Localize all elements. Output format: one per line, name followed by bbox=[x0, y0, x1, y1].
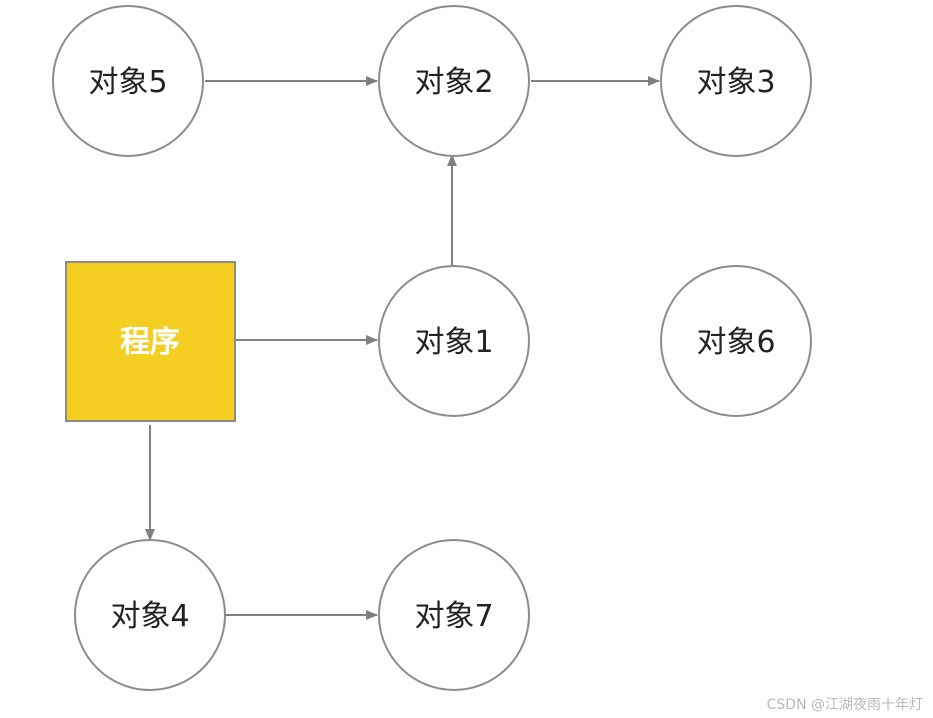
node-object4-label: 对象4 bbox=[110, 599, 189, 634]
node-object6: 对象6 bbox=[660, 265, 812, 417]
node-object2-label: 对象2 bbox=[414, 65, 493, 100]
node-object7: 对象7 bbox=[378, 539, 530, 691]
node-object5-label: 对象5 bbox=[88, 65, 167, 100]
node-object7-label: 对象7 bbox=[414, 599, 493, 634]
node-object6-label: 对象6 bbox=[696, 325, 775, 360]
node-program-label: 程序 bbox=[120, 325, 180, 360]
node-object3: 对象3 bbox=[660, 5, 812, 157]
node-object5: 对象5 bbox=[52, 5, 204, 157]
node-object1: 对象1 bbox=[378, 265, 530, 417]
node-object2: 对象2 bbox=[378, 5, 530, 157]
node-object3-label: 对象3 bbox=[696, 65, 775, 100]
node-object4: 对象4 bbox=[74, 539, 226, 691]
node-program: 程序 bbox=[65, 261, 236, 422]
watermark: CSDN @江湖夜雨十年灯 bbox=[766, 697, 923, 713]
node-object1-label: 对象1 bbox=[414, 325, 493, 360]
